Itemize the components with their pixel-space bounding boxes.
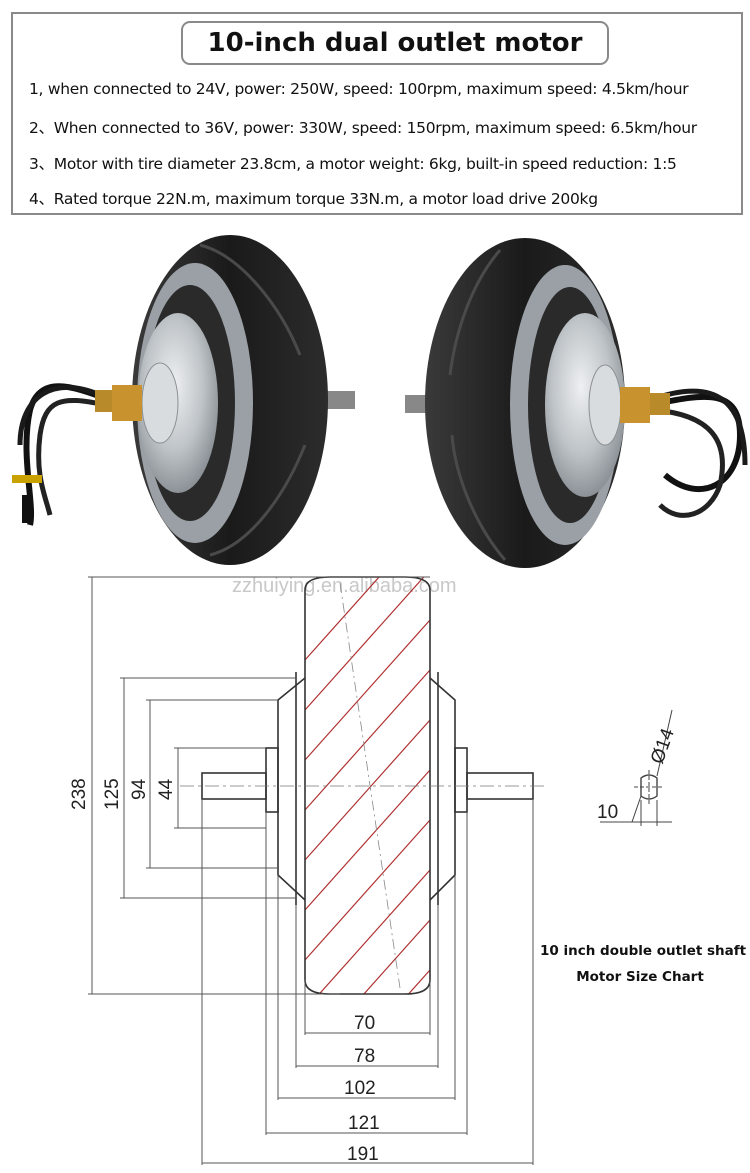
hub-outline [201, 672, 534, 905]
spec-box: 10-inch dual outlet motor 1, when connec… [11, 12, 743, 215]
dim-191: 191 [347, 1144, 379, 1165]
shaft-detail [600, 709, 673, 826]
product-photos [12, 235, 748, 568]
vertical-dimensions [88, 576, 430, 995]
dim-shaft-diameter: Ø14 [647, 725, 679, 766]
spec-line-1: 1, when connected to 24V, power: 250W, s… [29, 80, 689, 98]
dimension-drawing: zzhuiying.en.alibaba.com [69, 575, 679, 1165]
horizontal-dimensions [201, 799, 534, 1165]
spec-line-4: 4、Rated torque 22N.m, maximum torque 33N… [29, 190, 598, 208]
motor-photo-left [12, 235, 355, 565]
tire-section [304, 576, 431, 995]
dim-shaft-flat: 10 [597, 802, 618, 823]
motor-photo-right [405, 238, 748, 568]
spec-line-3: 3、Motor with tire diameter 23.8cm, a mot… [29, 155, 677, 173]
watermark-text: zzhuiying.en.alibaba.com [232, 575, 457, 597]
dim-70: 70 [354, 1013, 375, 1034]
dim-121: 121 [348, 1113, 380, 1134]
dim-94: 94 [129, 778, 150, 800]
dim-238: 238 [69, 778, 90, 810]
chart-caption-line-2: Motor Size Chart [576, 969, 704, 985]
dim-78: 78 [354, 1046, 375, 1067]
dim-102: 102 [344, 1078, 376, 1099]
page-title: 10-inch dual outlet motor [181, 21, 609, 65]
chart-caption-line-1: 10 inch double outlet shaft [540, 943, 747, 959]
dim-44: 44 [156, 778, 177, 800]
spec-line-2: 2、When connected to 36V, power: 330W, sp… [29, 119, 697, 137]
dim-125: 125 [102, 778, 123, 810]
